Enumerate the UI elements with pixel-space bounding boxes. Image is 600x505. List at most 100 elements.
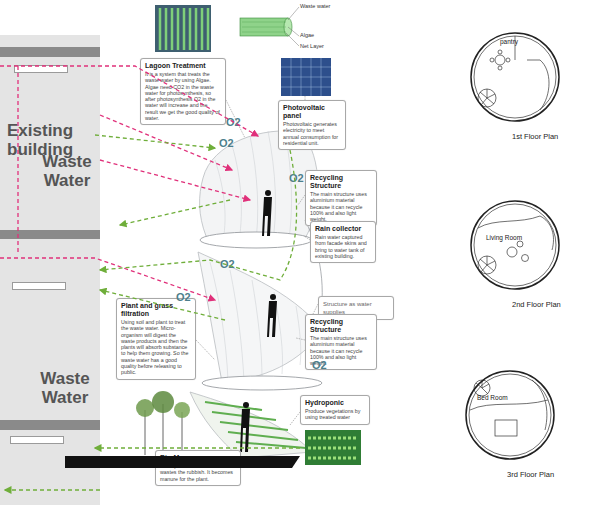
node-title: Bio-Mass: [160, 454, 236, 462]
ground-platform: [65, 456, 300, 468]
callout-box: Rain collectorRain water captured from f…: [310, 221, 376, 263]
chair: [498, 50, 502, 54]
tube-body: [240, 18, 288, 36]
plan-outline: [470, 200, 560, 290]
oxygen-label: O2: [220, 258, 235, 270]
waste-water-arrow: [0, 66, 258, 136]
leader-line: [196, 340, 215, 360]
person-head: [270, 294, 276, 300]
wall: [474, 204, 556, 286]
furniture: [522, 255, 529, 262]
furniture: [517, 241, 523, 247]
stair: [480, 89, 495, 105]
clean-water-arrow: [100, 290, 225, 320]
stair: [476, 380, 489, 394]
node-body: Produce vegetations by using treated wat…: [305, 408, 365, 421]
clean-water-arrow: [5, 489, 100, 490]
node-title: Plant and grass filtration: [121, 302, 191, 318]
hydroponic-photo: [305, 430, 361, 465]
stair: [480, 256, 495, 272]
wall: [474, 36, 556, 118]
oxygen-label: O2: [312, 359, 327, 371]
node-title: Recycling Structure: [310, 174, 372, 190]
chair: [506, 58, 510, 62]
tube-end: [284, 18, 292, 36]
floor-slab: [200, 232, 312, 248]
node-title: Waste Water: [20, 369, 110, 407]
floor-plan: pantry1st Floor Plan: [470, 32, 560, 122]
leader-line: [286, 7, 299, 46]
photo-bg: [305, 430, 361, 465]
bed: [495, 420, 517, 436]
clean-water-arrow: [95, 447, 300, 448]
floor-plan: Living Room2nd Floor Plan: [470, 200, 560, 290]
node-body: Photovoltaic generates electricity to me…: [283, 121, 341, 146]
wall: [515, 36, 549, 110]
tree-crown: [136, 399, 154, 417]
middle-skin: [198, 252, 322, 382]
floor-plan: Bed Room3rd Floor Plan: [465, 370, 555, 460]
chair: [498, 66, 502, 70]
waste-water-flows: [0, 66, 300, 490]
oxygen-label: O2: [226, 116, 241, 128]
waste-water-arrow: [100, 160, 250, 200]
pv-photo: [281, 58, 331, 96]
people: [240, 190, 277, 452]
node-title: Lagoon Treatment: [145, 62, 221, 70]
part-label: Algae: [300, 32, 314, 38]
oxygen-label: O2: [289, 172, 304, 184]
skin-ribs: [210, 262, 301, 380]
node-body: Rain water captured from facade skins an…: [315, 234, 371, 259]
tree-crown: [174, 402, 190, 418]
wall: [470, 380, 548, 430]
wall: [478, 216, 554, 250]
floor-slabs: [0, 47, 300, 468]
tube-net: [242, 22, 286, 32]
person-body: [240, 409, 250, 452]
existing-building: Existing buildingWaste WaterWaste WaterW…: [0, 35, 100, 505]
plan-circle: [471, 201, 559, 289]
table: [495, 55, 505, 65]
leader-line: [290, 412, 300, 425]
part-label: Net Layer: [300, 43, 324, 49]
part-label: Waste water: [300, 3, 330, 9]
stair: [474, 380, 490, 396]
leader-line: [296, 338, 305, 340]
tree-trunk: [145, 404, 182, 455]
plan-details: [469, 36, 556, 456]
room-name: pantry: [500, 38, 518, 45]
clean-water-arrow: [120, 200, 230, 225]
node-title: Photovoltaic panel: [283, 104, 341, 120]
stair: [478, 256, 496, 274]
leader-line: [226, 100, 245, 138]
pv-panel: [281, 58, 331, 96]
plan-circle: [466, 371, 554, 459]
waste-water-tag: Waste Water: [12, 282, 66, 290]
node-body: It is a product when ferment wastes the …: [160, 463, 236, 482]
slab: [0, 420, 100, 430]
waste-water-arrow: [17, 66, 18, 255]
oxygen-label: O2: [176, 291, 191, 303]
plan-title: 3rd Floor Plan: [507, 470, 554, 479]
room-name: Living Room: [486, 234, 522, 241]
waste-water-tag: Waste Water: [14, 65, 68, 73]
node-title: Rain collector: [315, 225, 371, 233]
lower-skin: [190, 392, 312, 458]
tree-crown: [152, 391, 174, 413]
clean-water-arrow: [100, 150, 297, 280]
node-title: Recycling Structure: [310, 318, 372, 334]
photo-bg: [155, 5, 211, 52]
callout-box: Recycling StructureThe main structure us…: [305, 170, 377, 226]
waste-water-arrow: [0, 258, 215, 300]
room-name: Bed Room: [477, 394, 508, 401]
algae-photo: [155, 5, 211, 52]
callout-box: Lagoon TreatmentIt is a system that trea…: [140, 58, 226, 125]
person-head: [265, 190, 271, 196]
leader-line: [298, 195, 305, 205]
node-body: Using soil and plant to treat the waste …: [121, 319, 191, 376]
node-body: The main structure uses aluminium materi…: [310, 191, 372, 222]
algae-tubes: [160, 8, 208, 50]
